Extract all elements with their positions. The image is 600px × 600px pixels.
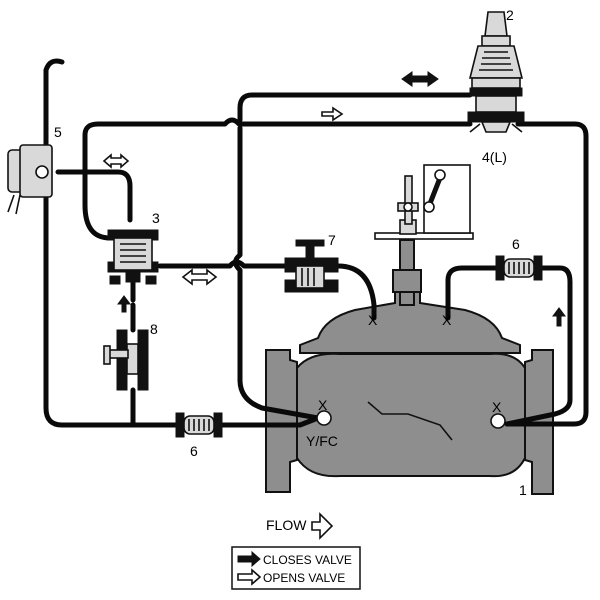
label-port-outlet: X [492,399,502,415]
label-main-valve: 1 [519,482,527,498]
pilot-tubing [43,58,589,428]
main-valve [265,239,554,495]
flow-arrow-icon [311,512,334,540]
strainer-upper [495,255,543,281]
label-port-cover-left: X [368,312,378,328]
label-strainer-lower: 6 [190,443,198,459]
strainer-lower [175,412,223,438]
opens-arrow-icon [321,106,344,122]
solenoid-valve [7,144,53,215]
label-strainer-upper: 6 [512,236,520,252]
double-arrow-icon [401,71,439,87]
ball-cock [103,329,149,391]
needle-valve [284,239,339,293]
label-accelerator: 3 [152,210,160,226]
flow-indicator: FLOW [266,512,334,540]
label-cock: 8 [150,321,158,337]
label-pilot: 2 [506,7,514,23]
outlet-port [490,413,506,429]
label-needle-valve: 7 [328,232,336,248]
label-port-code: Y/FC [306,433,338,449]
pilot-valve [467,11,525,133]
accelerator-valve [107,229,159,285]
legend-opens: OPENS VALVE [263,571,345,585]
closes-arrow-icon [117,295,131,313]
double-arrow-icon [102,153,130,169]
label-solenoid: 5 [54,124,62,140]
legend-closes: CLOSES VALVE [263,553,352,567]
closes-arrow-icon [552,307,566,327]
inlet-port [316,410,332,426]
closes-arrow-icon [237,550,261,568]
label-port-inlet: X [318,397,328,413]
double-arrow-icon [181,268,218,286]
opens-arrow-icon [237,568,262,586]
limit-switch [374,164,474,240]
label-limit-switch: 4(L) [482,149,507,165]
label-port-cover-right: X [442,312,452,328]
flow-label: FLOW [266,517,307,533]
legend: CLOSES VALVE OPENS VALVE [231,546,361,590]
